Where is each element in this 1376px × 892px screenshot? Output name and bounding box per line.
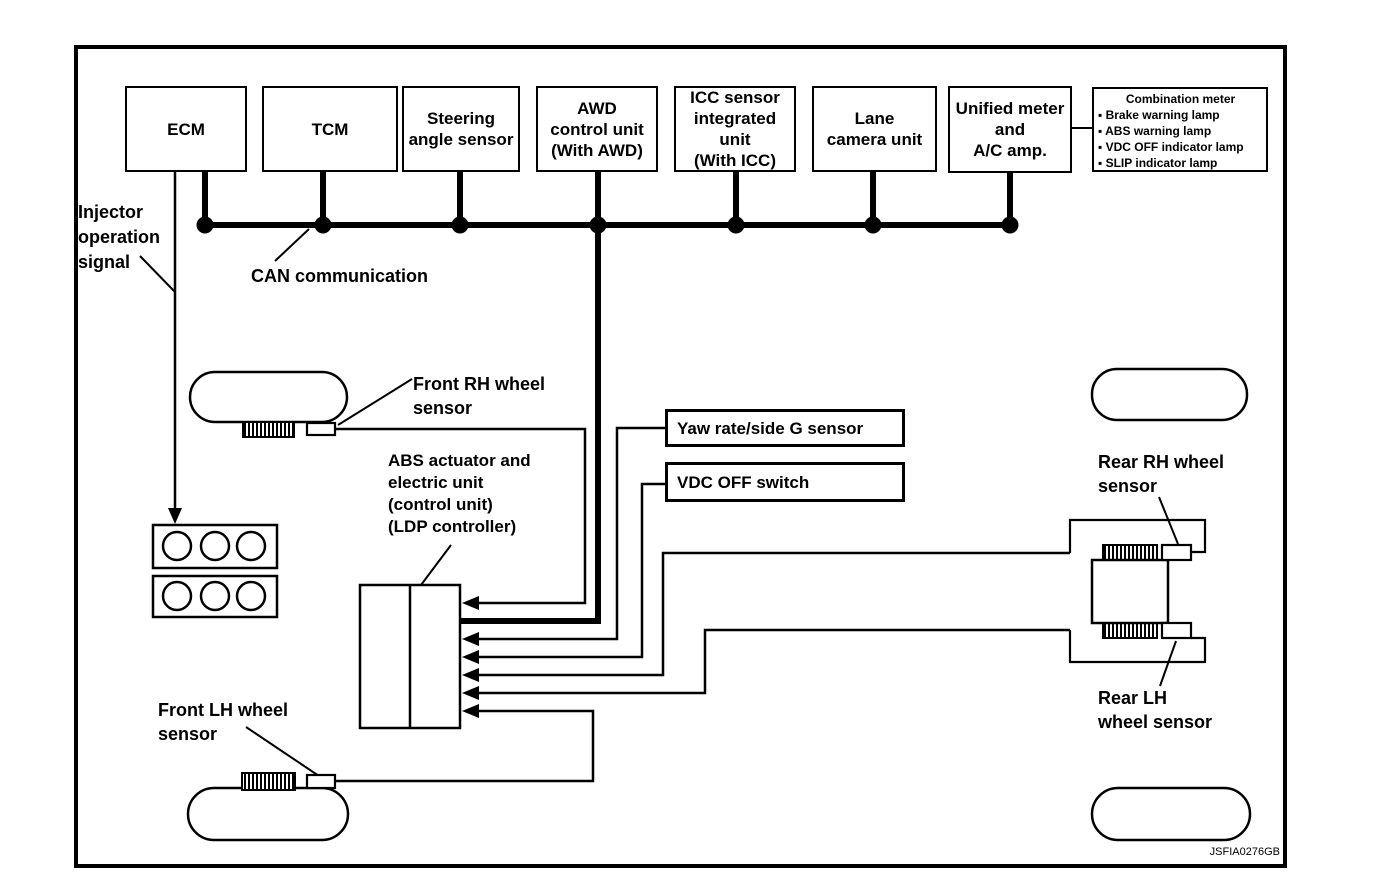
node-lane-camera-unit: Lane camera unit [812,86,937,172]
front-lh-label-leader [245,726,320,777]
front-rh-sensor-ring [242,421,295,438]
can-dot [727,216,745,234]
cylinder [199,580,231,612]
can-label-leader [274,228,310,262]
front-rh-wheel-sensor-wire [335,427,587,605]
combination-meter-item: ▪ VDC OFF indicator lamp [1098,140,1244,154]
can-dot [196,216,214,234]
arrow-into-abs [462,650,479,664]
rear-rh-wheel-sensor-wire [478,551,1070,677]
differential-block [1090,558,1170,625]
front-lh-sensor-ring [241,772,296,791]
arrow-into-engine [168,508,182,524]
injector-signal-label: Injector operation signal [78,202,161,272]
node-awd-control-unit: AWD control unit (With AWD) [536,86,658,172]
node-unified-meter: Unified meter and A/C amp. [948,86,1072,173]
rear-rh-sensor [1160,543,1193,562]
node-ecm: ECM [125,86,247,172]
front-lh-sensor [305,773,337,790]
can-dot [1001,216,1019,234]
combination-meter-item: ▪ ABS warning lamp [1098,124,1212,138]
rear-rh-wheel-sensor-label: Rear RH wheel sensor [1098,452,1225,496]
cylinder [235,580,267,612]
arrow-into-abs [462,632,479,646]
can-dot [314,216,332,234]
arrow-into-abs [462,686,479,700]
abs-actuator-label: ABS actuator and electric unit (control … [388,451,531,536]
front-rh-wheel-sensor-label: Front RH wheel sensor [413,374,546,418]
abs-label-leader [420,544,452,586]
cylinder [199,530,231,562]
cylinder [161,580,193,612]
arrow-into-abs [462,596,479,610]
rear-lh-tire [1090,786,1252,842]
front-wheel-sensors [241,421,337,791]
can-communication-label: CAN communication [251,266,429,286]
rear-rh-sensor-ring [1102,544,1158,561]
node-combination-meter: Combination meter ▪ Brake warning lamp ▪… [1092,87,1268,172]
signal-wires [173,171,1070,783]
front-rh-sensor [305,421,337,437]
tires [186,367,1252,842]
combination-meter-item: ▪ SLIP indicator lamp [1098,156,1218,170]
arrow-into-abs [462,704,479,718]
can-junction-dots [196,216,1019,234]
axle-bracket-bottom [1068,630,1207,664]
rear-axle-assembly [1068,518,1207,664]
front-rh-label-leader [337,378,413,426]
rear-rh-tire [1090,367,1249,422]
arrow-into-abs [462,668,479,682]
front-lh-tire [186,786,350,842]
rear-lh-label-leader [1159,640,1177,687]
cylinder [161,530,193,562]
injector-label-leader [139,255,176,293]
axle-bracket-top [1068,518,1207,554]
can-line-to-abs [461,172,601,624]
front-lh-wheel-sensor-wire [335,709,595,783]
diagram-frame [74,45,1287,868]
can-dot [451,216,469,234]
cylinder [235,530,267,562]
combination-meter-item: ▪ Brake warning lamp [1098,108,1220,122]
figure-code: JSFIA0276GB [1209,846,1280,858]
node-vdc-off-switch: VDC OFF switch [665,462,905,502]
front-rh-tire [188,370,349,424]
yaw-rate-sensor-wire [478,426,665,641]
node-yaw-rate-sensor: Yaw rate/side G sensor [665,409,905,447]
rear-lh-sensor [1160,621,1193,640]
rear-lh-wheel-sensor-wire [478,628,1070,695]
combination-meter-title: Combination meter [1125,92,1236,106]
can-dot [864,216,882,234]
abs-actuator-unit [358,583,462,730]
arrowheads [168,508,479,718]
node-steering-angle-sensor: Steering angle sensor [402,86,520,172]
can-dot [589,216,607,234]
rear-lh-sensor-ring [1102,622,1158,639]
rear-lh-wheel-sensor-label: Rear LH wheel sensor [1098,688,1213,732]
vdc-off-switch-wire [478,482,665,659]
engine-block [151,523,279,619]
front-lh-wheel-sensor-label: Front LH wheel sensor [158,700,288,744]
node-tcm: TCM [262,86,398,172]
node-icc-sensor-unit: ICC sensor integrated unit (With ICC) [674,86,796,172]
